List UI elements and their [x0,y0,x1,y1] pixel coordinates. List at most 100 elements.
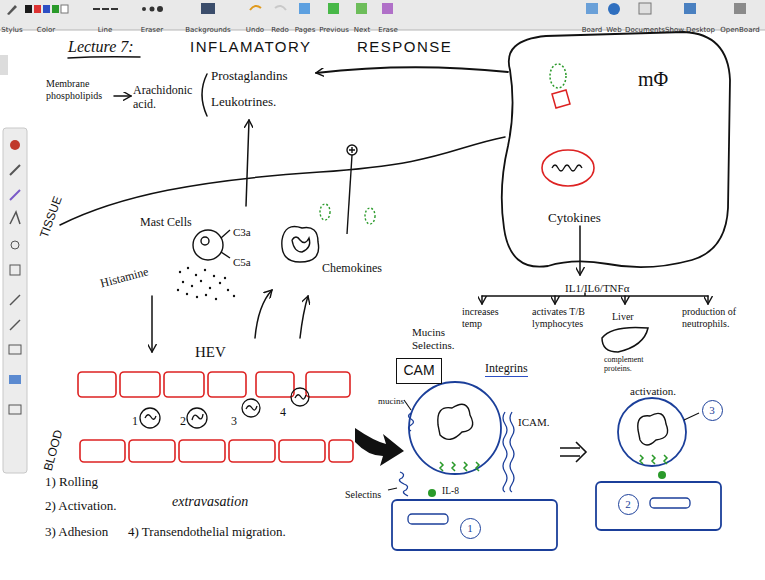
toolbar-part [608,3,620,15]
mediator-label: Histamine [99,265,150,291]
side-toolbar-part [11,241,19,249]
macrophage-outline-part [502,32,730,267]
toolbar-part [639,3,651,14]
arrows-and-lines-part [602,327,648,352]
tissue-phagocyte [282,145,375,262]
adhering-cell-part [684,413,699,420]
side-toolbar-part [10,265,20,275]
text-holder: TISSUE [34,193,66,240]
text-holder: IL-8 [442,480,459,498]
text-holder: Chemokines [322,258,382,276]
toolbar-label: Web [606,26,621,34]
text-holder: Integrins [485,358,528,377]
neutrophils-part [291,388,309,406]
text-holder: Prostaglandins [211,66,288,84]
molecule-label: mucins [378,396,404,406]
histamine-granules-part [177,289,179,291]
side-toolbar [0,55,27,473]
tissue-phagocyte-part [282,227,319,263]
region-label: TISSUE [38,195,66,240]
cell-symbol: mΦ [638,68,668,91]
arrows-and-lines-part [300,296,308,338]
neutrophils-part [242,399,260,417]
histamine-granules-part [224,277,226,279]
rolling-cell-part [440,462,479,471]
text-holder: Pages [295,18,316,36]
adhering-cell-part [650,498,690,508]
step-item: 2) Activation. [45,499,117,514]
adhering-cell-part [658,471,666,479]
text-holder: Liver [612,306,634,324]
blood-vessel-part [256,372,294,397]
toolbar-label: Board [582,26,603,34]
text-holder: Histamine [98,261,150,291]
adhering-cell-part [618,398,686,466]
lecture-number: Lecture 7: [68,38,134,56]
tissue-phagocyte-part [349,147,355,153]
mast-cell-part [221,252,230,258]
text-holder: 4) Transendothelial migration. [128,522,286,540]
molecule-label: Mucins Selectins. [412,326,462,351]
blood-vessel-part [78,372,116,397]
rolling-cell-part [438,404,473,439]
text-holder: Arachidonic acid. [133,84,197,112]
toolbar-part [25,5,32,13]
toolbar-part [43,5,50,13]
text-holder: Redo [271,18,289,36]
toolbar-part [34,5,41,13]
text-holder: OpenBoard [720,18,759,36]
histamine-granules [177,267,235,300]
side-toolbar-part [10,295,20,305]
macrophage-cell: mΦ Cytokines [488,28,736,272]
callout-circle: 3 [702,400,723,421]
adhering-cell-part [638,413,668,445]
arrows-and-lines-part [624,296,626,304]
text-holder: production of neutrophils. [682,306,754,331]
rolling-cell-part [503,412,507,492]
toolbar-part [142,7,146,11]
toolbar-label: Eraser [141,26,163,34]
box-label: CAM [403,363,434,378]
text-holder: Mast Cells [140,212,192,230]
toolbar-label: Undo [246,26,264,34]
side-toolbar-part [10,165,20,175]
rolling-cell-part [392,500,557,550]
arrows-and-lines-part [60,137,505,225]
complement-label: C5a [233,256,251,269]
side-toolbar-part [3,128,27,473]
histamine-granules-part [195,274,197,276]
text-holder: complement proteins. [604,355,656,375]
toolbar-label: Previous [319,26,349,34]
toolbar-label: Erase [378,26,398,34]
arrows-and-lines-part [316,67,508,73]
text-holder: Leukotrines. [211,92,276,110]
toolbar-part [150,7,155,12]
macrophage-outline-part [550,64,566,88]
arrows-and-lines-part [554,296,556,304]
adhering-cell [596,398,721,530]
histamine-granules-part [182,281,184,283]
side-toolbar-part [10,212,20,224]
mediator-label: Chemokines [322,262,382,276]
text-holder: Line [98,18,113,36]
callout-number: 4 [280,406,286,420]
text-holder: 1) Rolling [45,472,98,490]
organ-label: Liver [612,311,634,323]
toolbar-part [157,6,163,12]
blood-vessel-part [179,440,225,462]
tissue-phagocyte-part [292,237,310,252]
mast-cell-part [193,230,223,260]
callout-number: 2 [180,415,186,429]
toolbar-label: OpenBoard [720,26,759,34]
rolling-cell-part [408,514,448,524]
toolbar-label: Backgrounds [185,26,230,34]
mediator-label: Leukotrines. [211,95,276,110]
text-holder: Selectins [345,484,381,502]
histamine-granules-part [209,287,211,289]
cell-label: Cytokines [548,211,601,226]
double-arrow [560,442,586,462]
callout-number: 3 [231,415,237,429]
toolbar-part [0,0,765,30]
macrophage-outline-part [552,165,582,171]
text-holder: Backgrounds [185,18,230,36]
